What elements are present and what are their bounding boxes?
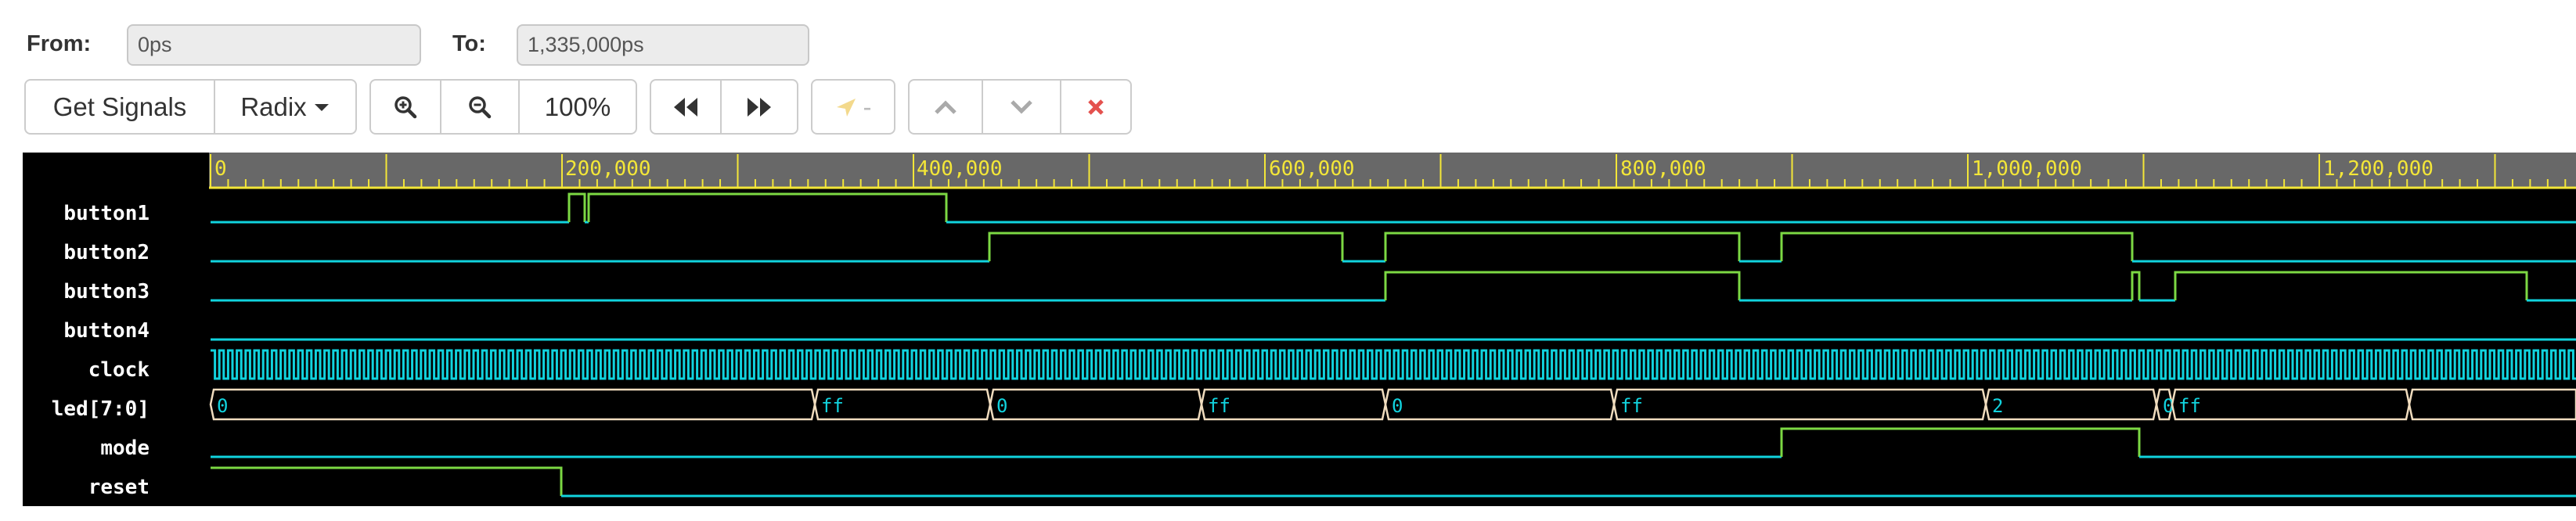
- radix-dropdown[interactable]: Radix: [215, 79, 357, 135]
- fast-forward-icon: [748, 97, 771, 117]
- signal-name-button1[interactable]: button1: [63, 202, 150, 225]
- led-bus-segment: [1384, 388, 1616, 421]
- signal-name-clock[interactable]: clock: [88, 358, 150, 382]
- to-time-input[interactable]: [517, 24, 809, 66]
- led-bus-segment: [1612, 388, 1987, 421]
- led-bus-value: ff: [1208, 395, 1230, 417]
- led-bus-segment: [1200, 388, 1387, 421]
- signal-name-led[interactable]: led[7:0]: [52, 397, 150, 421]
- get-signals-label: Get Signals: [52, 92, 187, 121]
- signal-name-button2[interactable]: button2: [63, 241, 150, 264]
- ruler-label: 400,000: [917, 157, 1003, 181]
- led-bus-segment: [209, 388, 816, 421]
- rewind-icon: [674, 97, 697, 117]
- caret-down-icon: [314, 103, 329, 111]
- signal-name-button3[interactable]: button3: [63, 280, 150, 304]
- led-bus-value: 0: [2163, 395, 2174, 417]
- zoom-in-button[interactable]: [369, 79, 441, 135]
- marker-button[interactable]: -: [811, 79, 895, 135]
- ruler-label: 0: [214, 157, 227, 181]
- waveform-viewer[interactable]: 0 200,000 400,000 600,000 800,000 1,000,…: [23, 153, 2576, 506]
- led-bus-segment: [2155, 388, 2174, 421]
- led-bus-value: ff: [1620, 395, 1643, 417]
- zoom-out-button[interactable]: [441, 79, 520, 135]
- led-bus-segment: [989, 388, 1203, 421]
- signal-name-mode[interactable]: mode: [100, 437, 150, 460]
- zoom-out-icon: [469, 95, 492, 118]
- get-signals-button[interactable]: Get Signals: [24, 79, 215, 135]
- marker-icon: [836, 98, 856, 117]
- led-bus-segment: [2408, 388, 2576, 421]
- zoom-level-button[interactable]: 100%: [520, 79, 637, 135]
- wave-button2: [211, 232, 2576, 263]
- ruler-label: 1,200,000: [2323, 157, 2434, 181]
- ruler-label: 800,000: [1620, 157, 1706, 181]
- led-bus-value: 0: [217, 395, 228, 417]
- signal-name-button4[interactable]: button4: [63, 319, 150, 343]
- radix-label: Radix: [240, 92, 307, 121]
- wave-mode: [211, 427, 2576, 458]
- led-bus-segment: [813, 388, 992, 421]
- led-bus-value: 0: [1392, 395, 1403, 417]
- wave-button1: [211, 192, 2576, 224]
- from-time-input[interactable]: [127, 24, 421, 66]
- previous-edge-button[interactable]: [908, 79, 983, 135]
- led-bus-value: ff: [2178, 395, 2201, 417]
- chevron-up-icon: [935, 99, 957, 114]
- led-bus-value: 0: [996, 395, 1007, 417]
- to-label: To:: [452, 31, 486, 56]
- fast-forward-button[interactable]: [722, 79, 798, 135]
- ruler-label: 600,000: [1269, 157, 1355, 181]
- time-ruler[interactable]: [209, 153, 2576, 189]
- led-bus-segment: [1984, 388, 2158, 421]
- wave-reset: [211, 466, 2576, 498]
- delete-button[interactable]: [1061, 79, 1132, 135]
- from-label: From:: [27, 31, 92, 56]
- ruler-label: 1,000,000: [1972, 157, 2082, 181]
- zoom-in-icon: [395, 95, 417, 118]
- chevron-down-icon: [1011, 99, 1032, 114]
- led-bus-segment: [2171, 388, 2411, 421]
- signal-name-panel: [23, 153, 209, 506]
- marker-label: -: [863, 92, 872, 121]
- wave-button3: [211, 271, 2576, 302]
- rewind-button[interactable]: [650, 79, 722, 135]
- waveform-background: [23, 153, 2576, 506]
- led-bus-value: 2: [1992, 395, 2003, 417]
- ruler-label: 200,000: [565, 157, 651, 181]
- signal-name-reset[interactable]: reset: [88, 476, 150, 499]
- next-edge-button[interactable]: [983, 79, 1061, 135]
- led-bus-value: ff: [821, 395, 844, 417]
- zoom-level-label: 100%: [544, 92, 611, 121]
- wave-clock: [211, 349, 2576, 380]
- close-icon: [1088, 99, 1104, 115]
